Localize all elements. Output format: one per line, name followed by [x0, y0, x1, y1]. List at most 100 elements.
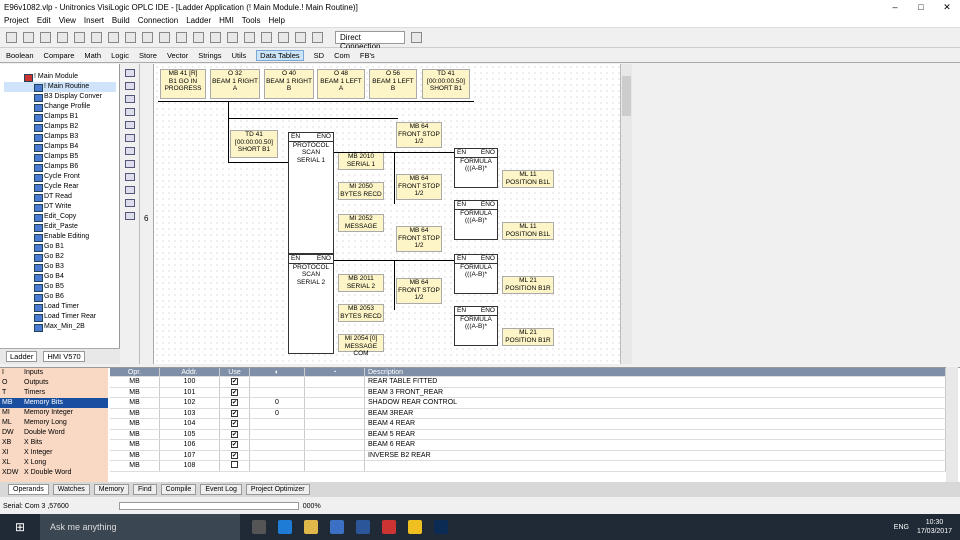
new-icon[interactable]	[6, 32, 17, 43]
language-indicator[interactable]: ENG	[893, 523, 909, 531]
line-icon[interactable]	[124, 173, 135, 181]
windows-start-icon[interactable]: ⊞	[14, 520, 26, 534]
rising-edge-icon[interactable]	[124, 95, 135, 103]
tb-store[interactable]: Store	[139, 50, 157, 60]
tree-item[interactable]: Max_Min_2B	[4, 322, 116, 332]
net-icon[interactable]	[124, 186, 135, 194]
fb-icon[interactable]	[124, 212, 135, 220]
connection-select[interactable]: Direct Connection	[335, 31, 405, 51]
zoom-out-icon[interactable]	[193, 32, 204, 43]
undo-icon[interactable]	[125, 32, 136, 43]
use-checkbox-cell[interactable]: ✔	[220, 450, 250, 460]
copy-icon[interactable]	[74, 32, 85, 43]
tab-memory[interactable]: Memory	[93, 484, 130, 495]
task-view-icon[interactable]	[252, 520, 266, 534]
use-checkbox-cell[interactable]: ✔	[220, 440, 250, 450]
init-column-icon[interactable]: ◔	[305, 368, 365, 376]
toggle-icon[interactable]	[124, 160, 135, 168]
tree-item[interactable]: Cycle Front	[4, 172, 116, 182]
set-coil-icon[interactable]	[124, 134, 135, 142]
cut-icon[interactable]	[57, 32, 68, 43]
use-checkbox-cell[interactable]: ✔	[220, 377, 250, 387]
tab-operands[interactable]: Operands	[8, 484, 49, 495]
menu-view[interactable]: View	[58, 16, 76, 25]
save-icon[interactable]	[40, 32, 51, 43]
menu-hmi[interactable]: HMI	[219, 16, 234, 25]
word-icon[interactable]	[356, 520, 370, 534]
use-checkbox[interactable]: ✔	[231, 420, 238, 427]
maximize-button[interactable]: □	[918, 2, 924, 12]
redo-icon[interactable]	[142, 32, 153, 43]
open-icon[interactable]	[23, 32, 34, 43]
reset-icon[interactable]	[278, 32, 289, 43]
file-explorer-icon[interactable]	[304, 520, 318, 534]
tree-item[interactable]: Go B2	[4, 252, 116, 262]
tree-item[interactable]: Cycle Rear	[4, 182, 116, 192]
menu-edit[interactable]: Edit	[36, 16, 51, 25]
find-icon[interactable]	[159, 32, 170, 43]
menu-build[interactable]: Build	[111, 16, 130, 25]
search-box[interactable]: Ask me anything	[40, 514, 240, 540]
store-icon[interactable]	[330, 520, 344, 534]
tree-item[interactable]: Load Timer	[4, 302, 116, 312]
tree-root[interactable]: ! Main Module	[4, 72, 116, 82]
ladder-scrollbar[interactable]	[620, 64, 632, 364]
tab-project-optimizer[interactable]: Project Optimizer	[245, 484, 310, 495]
tree-item[interactable]: B3 Display Conver	[4, 92, 116, 102]
use-checkbox-cell[interactable]: ✔	[220, 408, 250, 418]
tb-vector[interactable]: Vector	[166, 50, 189, 60]
tree-item[interactable]: Go B3	[4, 262, 116, 272]
use-checkbox[interactable]: ✔	[231, 409, 238, 417]
tree-item[interactable]: Load Timer Rear	[4, 312, 116, 322]
tree-item[interactable]: Clamps B5	[4, 152, 116, 162]
menu-project[interactable]: Project	[4, 16, 29, 25]
tb-boolean[interactable]: Boolean	[6, 50, 34, 60]
use-checkbox[interactable]	[231, 461, 238, 468]
coil-icon[interactable]	[124, 121, 135, 129]
menu-connection[interactable]: Connection	[137, 16, 179, 25]
use-checkbox-cell[interactable]: ✔	[220, 398, 250, 408]
paste-icon[interactable]	[91, 32, 102, 43]
use-checkbox[interactable]: ✔	[231, 388, 238, 396]
tab-find[interactable]: Find	[133, 484, 157, 495]
tab-watches[interactable]: Watches	[52, 484, 90, 495]
use-checkbox-cell[interactable]	[220, 461, 250, 471]
menu-tools[interactable]: Tools	[241, 16, 261, 25]
tb-compare[interactable]: Compare	[43, 50, 75, 60]
tree-item[interactable]: ! Main Routine	[4, 82, 116, 92]
top-contact[interactable]: TD 41[00:00:00.50]SHORT B1	[422, 69, 470, 99]
tree-item[interactable]: Go B5	[4, 282, 116, 292]
tree-item[interactable]: Clamps B2	[4, 122, 116, 132]
contact-icon[interactable]	[124, 69, 135, 77]
tree-item[interactable]: Edit_Paste	[4, 222, 116, 232]
visilogic-icon[interactable]	[408, 520, 422, 534]
menu-insert[interactable]: Insert	[83, 16, 104, 25]
tb-fbs[interactable]: FB's	[359, 50, 375, 60]
use-checkbox-cell[interactable]: ✔	[220, 387, 250, 397]
